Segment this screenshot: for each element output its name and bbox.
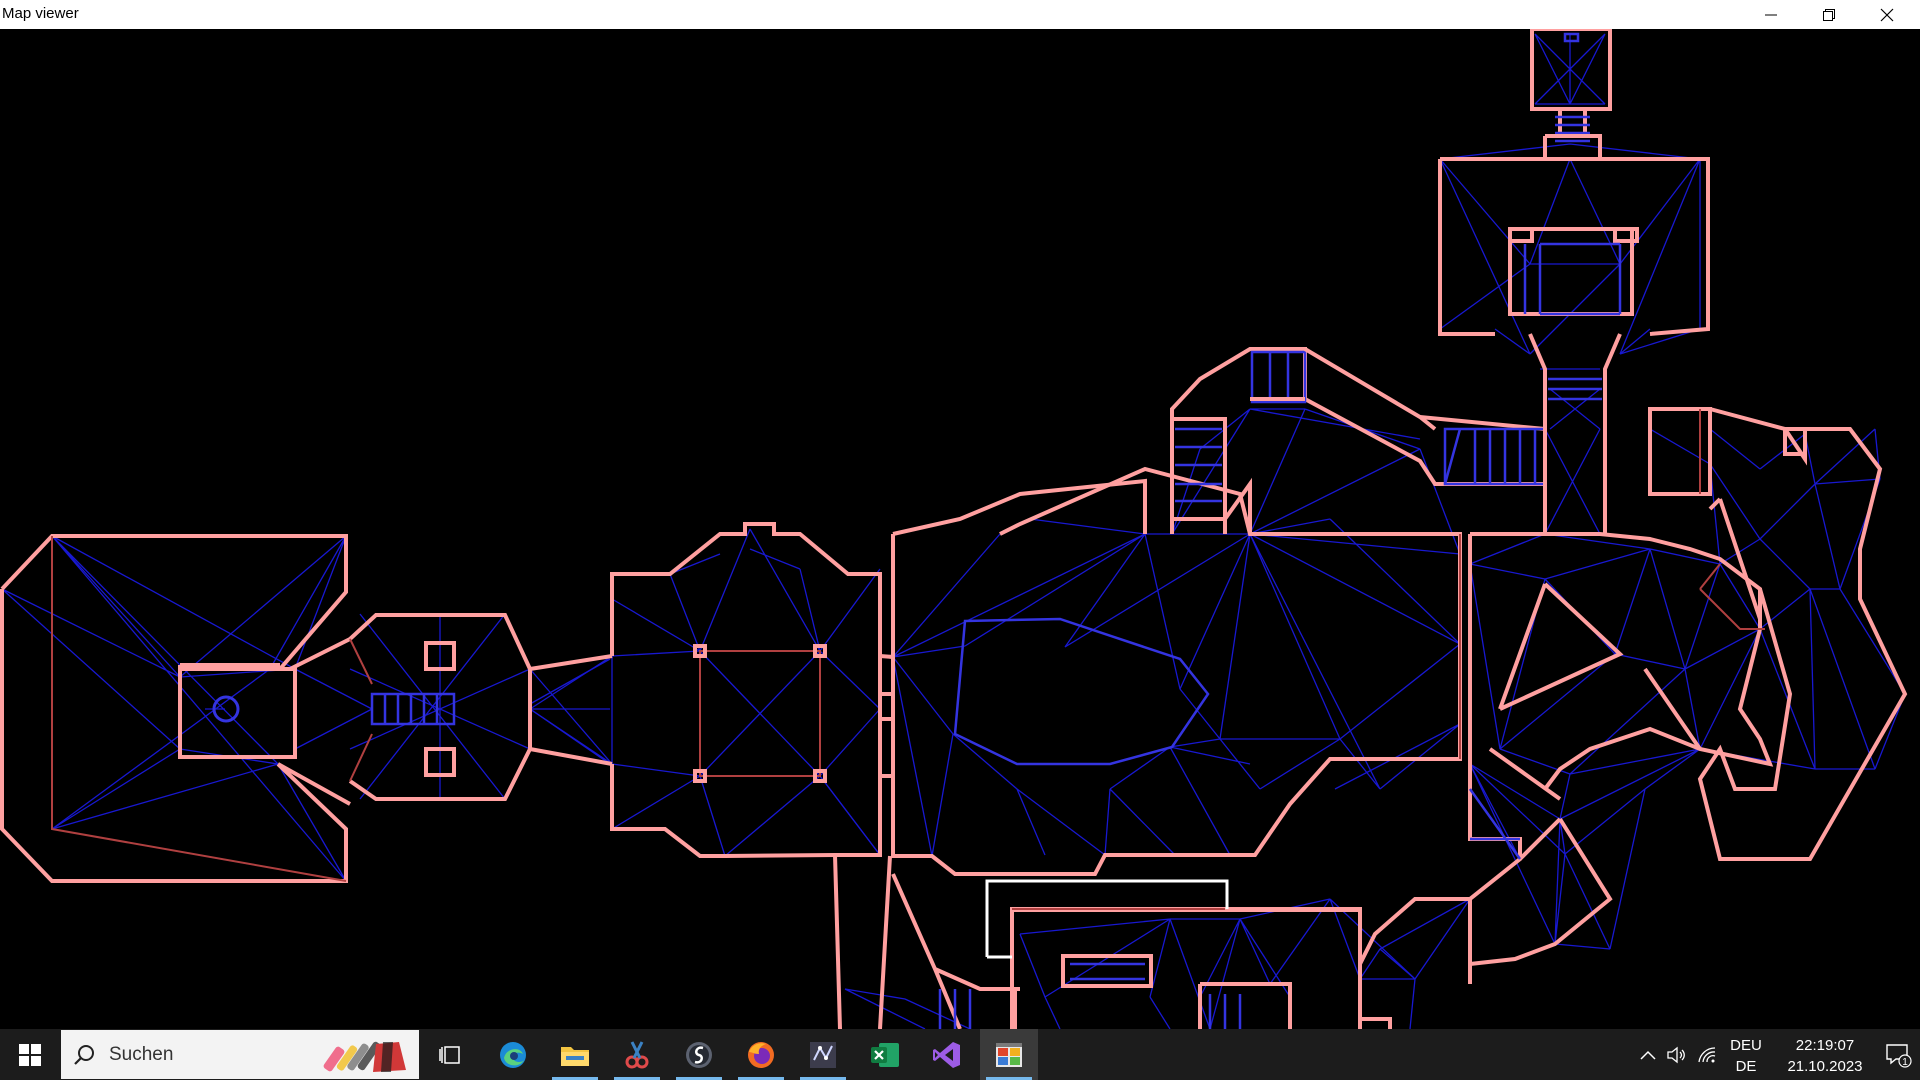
running-indicator <box>986 1077 1032 1080</box>
search-icon <box>74 1045 94 1065</box>
visual-studio-icon <box>933 1041 960 1068</box>
speaker-icon <box>1667 1046 1685 1063</box>
input-language-indicator[interactable]: DEU DE <box>1724 1035 1768 1077</box>
clock[interactable]: 22:19:07 21.10.2023 <box>1776 1035 1874 1077</box>
firefox-button[interactable] <box>732 1029 790 1080</box>
map-drawing: .w { fill:none; stroke:#ffa0a0; stroke-w… <box>0 29 1908 1029</box>
minimize-button[interactable] <box>1742 0 1800 29</box>
close-button[interactable] <box>1858 0 1916 29</box>
volume-button[interactable] <box>1664 1029 1690 1080</box>
title-bar: Map viewer <box>0 0 1920 29</box>
task-view-icon <box>439 1045 460 1064</box>
chevron-up-icon <box>1640 1050 1656 1060</box>
snipping-tool-button[interactable] <box>608 1029 666 1080</box>
running-indicator <box>738 1077 784 1080</box>
visual-studio-button[interactable] <box>918 1029 976 1080</box>
task-view-button[interactable] <box>421 1029 479 1080</box>
running-indicator <box>614 1077 660 1080</box>
steam-app-button[interactable] <box>670 1029 728 1080</box>
network-button[interactable] <box>1694 1029 1720 1080</box>
date-text: 21.10.2023 <box>1787 1058 1863 1075</box>
search-box[interactable]: Suchen <box>61 1030 419 1079</box>
show-hidden-icons-button[interactable] <box>1636 1029 1660 1080</box>
snipping-tool-icon <box>625 1040 649 1068</box>
steam-app-icon <box>686 1041 712 1068</box>
running-indicator <box>800 1077 846 1080</box>
map-canvas[interactable]: .w { fill:none; stroke:#ffa0a0; stroke-w… <box>0 29 1920 1029</box>
search-placeholder: Suchen <box>109 1044 174 1065</box>
keyboard-layout: DE <box>1735 1058 1757 1075</box>
notification-count: 1 <box>1902 1057 1908 1068</box>
edge-icon <box>500 1041 526 1068</box>
map-viewer-app-icon <box>996 1042 1022 1067</box>
running-indicator <box>676 1077 722 1080</box>
notification-icon: 1 <box>1886 1043 1912 1068</box>
udb-button[interactable] <box>794 1029 852 1080</box>
time-text: 22:19:07 <box>1795 1037 1855 1054</box>
minimize-icon <box>1765 14 1777 15</box>
running-indicator <box>552 1077 598 1080</box>
window-title: Map viewer <box>2 5 79 22</box>
close-icon <box>1880 8 1894 21</box>
restore-button[interactable] <box>1800 0 1858 29</box>
map-viewer-taskbar-button[interactable] <box>980 1029 1038 1080</box>
file-explorer-icon <box>561 1046 589 1066</box>
wifi-icon <box>1698 1046 1716 1062</box>
udb-icon <box>810 1041 836 1068</box>
restore-icon <box>1823 8 1835 21</box>
start-button[interactable] <box>0 1029 60 1080</box>
firefox-icon <box>748 1041 774 1068</box>
walls-layer <box>0 29 1908 1029</box>
search-highlight-icon <box>323 1041 406 1072</box>
excel-icon <box>871 1042 899 1067</box>
file-explorer-button[interactable] <box>546 1029 604 1080</box>
language-code: DEU <box>1730 1037 1762 1054</box>
excel-button[interactable] <box>856 1029 914 1080</box>
action-center-button[interactable]: 1 <box>1876 1029 1920 1080</box>
taskbar: Suchen <box>0 1029 1920 1080</box>
windows-logo-icon <box>19 1043 41 1066</box>
edge-button[interactable] <box>484 1029 542 1080</box>
